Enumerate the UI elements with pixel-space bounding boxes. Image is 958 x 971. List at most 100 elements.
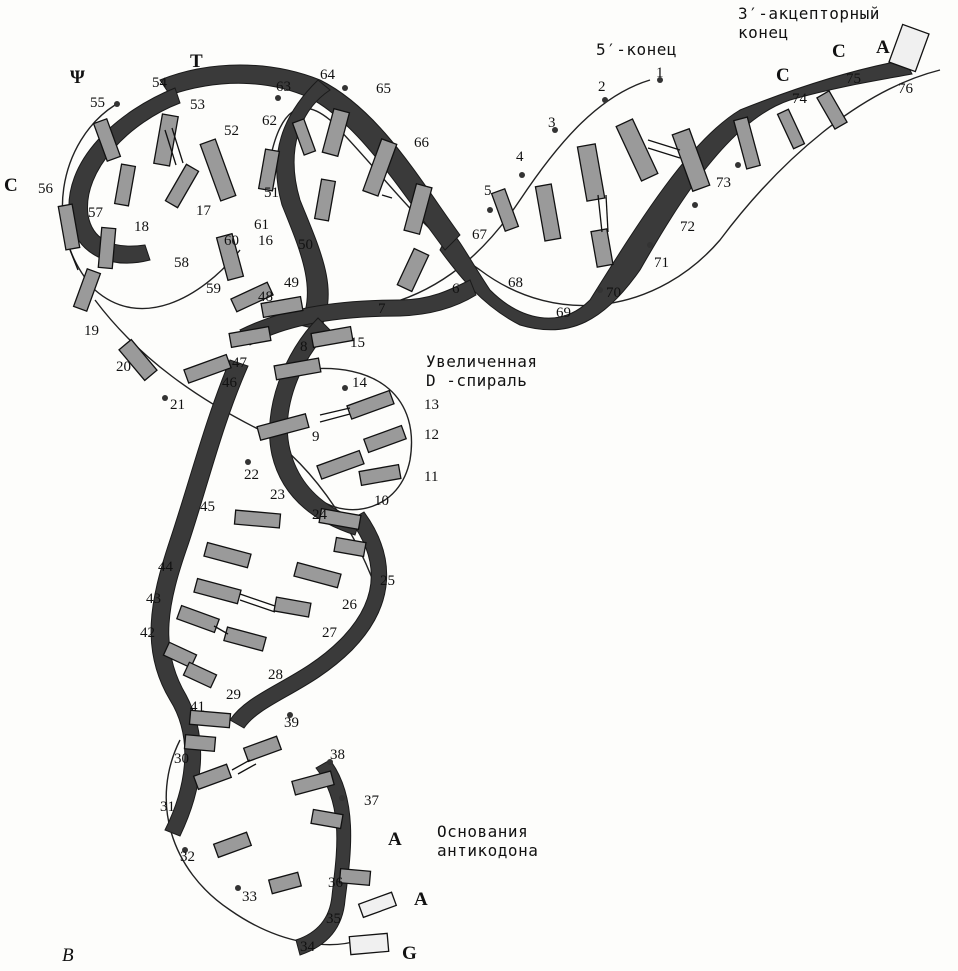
- base-letter-c-loop: C: [4, 176, 18, 195]
- base-letter-anticodon-a2: A: [414, 890, 428, 909]
- base-slab: [183, 662, 216, 687]
- base-slab: [177, 606, 219, 633]
- base-slab: [577, 144, 604, 201]
- base-slab: [322, 109, 349, 157]
- base-slab: [315, 179, 336, 221]
- nucleotide-number: 26: [342, 598, 357, 613]
- base-slab: [244, 736, 282, 761]
- phosphate-dot: [735, 162, 741, 168]
- nucleotide-number: 20: [116, 360, 131, 375]
- nucleotide-number: 5: [484, 184, 492, 199]
- nucleotide-number: 32: [180, 850, 195, 865]
- nucleotide-number: 28: [268, 668, 283, 683]
- nucleotide-number: 55: [90, 96, 105, 111]
- base-slab: [778, 109, 805, 149]
- nucleotide-number: 48: [258, 290, 273, 305]
- nucleotide-number: 60: [224, 234, 239, 249]
- nucleotide-number: 74: [792, 92, 807, 107]
- nucleotide-number: 17: [196, 204, 211, 219]
- nucleotide-number: 76: [898, 82, 913, 97]
- base-slab: [616, 119, 658, 181]
- base-slab: [115, 164, 136, 206]
- nucleotide-number: 68: [508, 276, 523, 291]
- caption-anticodon-bases: Основания антикодона: [437, 822, 538, 860]
- nucleotide-number: 22: [244, 468, 259, 483]
- base-slab: [317, 451, 364, 480]
- h-bond-line: [240, 600, 275, 612]
- base-slab: [359, 465, 401, 486]
- nucleotide-number: 13: [424, 398, 439, 413]
- nucleotide-number: 53: [190, 98, 205, 113]
- base-slab: [492, 189, 519, 231]
- nucleotide-number: 4: [516, 150, 524, 165]
- nucleotide-number: 66: [414, 136, 429, 151]
- nucleotide-number: 19: [84, 324, 99, 339]
- base-slab: [269, 872, 302, 893]
- base-slab: [274, 358, 321, 380]
- phosphate-dot: [339, 795, 345, 801]
- base-slab: [184, 735, 215, 752]
- nucleotide-number: 33: [242, 890, 257, 905]
- base-slab: [294, 563, 341, 588]
- base-slab: [364, 426, 406, 453]
- base-slab: [535, 184, 560, 241]
- nucleotide-number: 46: [222, 376, 237, 391]
- nucleotide-number: 36: [328, 876, 343, 891]
- phosphate-dot: [275, 95, 281, 101]
- nucleotide-number: 52: [224, 124, 239, 139]
- phosphate-dot: [342, 385, 348, 391]
- nucleotide-number: 43: [146, 592, 161, 607]
- nucleotide-number: 21: [170, 398, 185, 413]
- base-slab: [214, 832, 252, 857]
- phosphate-dot: [692, 202, 698, 208]
- nucleotide-number: 34: [300, 940, 315, 955]
- nucleotide-number: 44: [158, 560, 173, 575]
- phosphate-dot: [114, 101, 120, 107]
- panel-label: B: [62, 946, 74, 965]
- nucleotide-number: 16: [258, 234, 273, 249]
- nucleotide-number: 9: [312, 430, 320, 445]
- phosphate-dot: [342, 85, 348, 91]
- nucleotide-number: 8: [300, 340, 308, 355]
- base-slab: [200, 139, 236, 201]
- h-bond-line: [606, 195, 608, 232]
- nucleotide-number: 37: [364, 794, 379, 809]
- phosphate-dot: [602, 97, 608, 103]
- base-letter-a76: A: [876, 38, 890, 57]
- nucleotide-number: 23: [270, 488, 285, 503]
- phosphate-dot: [235, 885, 241, 891]
- nucleotide-number: 63: [276, 80, 291, 95]
- nucleotide-number: 67: [472, 228, 487, 243]
- nucleotide-number: 42: [140, 626, 155, 641]
- h-bond-line: [214, 626, 228, 634]
- nucleotide-number: 41: [190, 700, 205, 715]
- base-slab: [194, 579, 241, 604]
- caption-acceptor-end: 3′-акцепторный конец: [738, 4, 880, 42]
- base-letter-anticodon-g: G: [402, 944, 417, 963]
- base-slab: [334, 538, 366, 557]
- nucleotide-number: 64: [320, 68, 335, 83]
- nucleotide-number: 59: [206, 282, 221, 297]
- base-slab: [224, 627, 266, 651]
- nucleotide-number: 3: [548, 116, 556, 131]
- base-slab: [292, 771, 334, 795]
- base-slab: [817, 91, 847, 129]
- nucleotide-number: 49: [284, 276, 299, 291]
- base-slab: [74, 269, 101, 311]
- nucleotide-number: 38: [330, 748, 345, 763]
- nucleotide-number: 69: [556, 306, 571, 321]
- nucleotide-number: 54: [152, 76, 167, 91]
- phosphate-dot: [487, 207, 493, 213]
- base-slab: [274, 597, 311, 617]
- base-slab: [98, 227, 115, 268]
- nucleotide-number: 47: [232, 356, 247, 371]
- nucleotide-number: 56: [38, 182, 53, 197]
- base-slab: [347, 391, 394, 420]
- nucleotide-number: 39: [284, 716, 299, 731]
- nucleotide-number: 62: [262, 114, 277, 129]
- nucleotide-number: 14: [352, 376, 367, 391]
- nucleotide-number: 65: [376, 82, 391, 97]
- base-letter-t: T: [190, 52, 203, 71]
- base-slab: [165, 164, 198, 207]
